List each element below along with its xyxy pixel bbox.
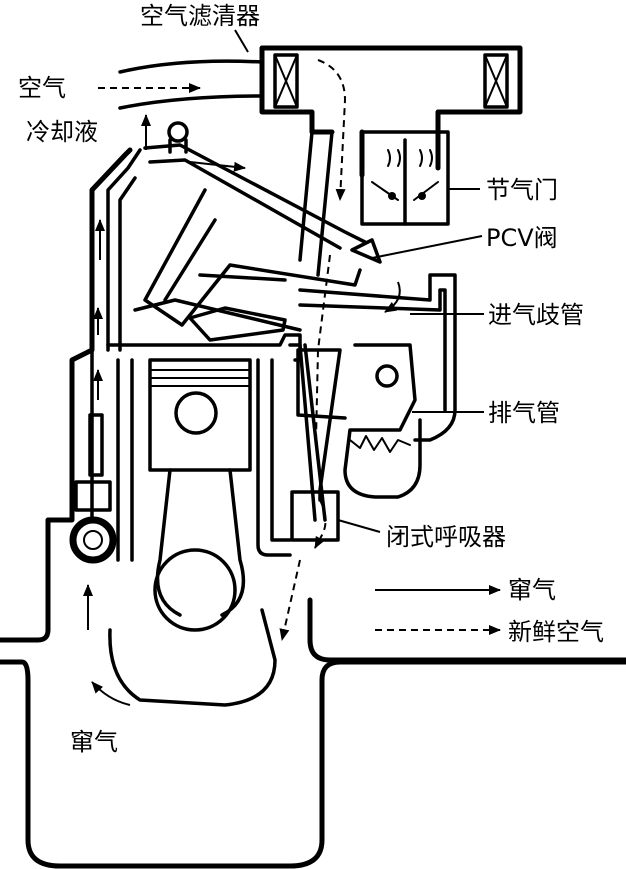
flow-arrows [83, 59, 401, 706]
sensor-assembly [69, 413, 117, 564]
valve-port [188, 306, 287, 342]
fresh-air-breather-arrow [314, 499, 327, 549]
legend-blowby-label: 窜气 [508, 576, 556, 604]
fresh-air-passage [298, 130, 334, 277]
pulley [69, 516, 117, 564]
throttle-body [360, 130, 450, 226]
piston-body [148, 358, 252, 472]
filter-element [273, 53, 509, 109]
fresh-air-down-line [315, 254, 331, 441]
air-filter-housing [259, 45, 523, 178]
label-air: 空气 [18, 74, 66, 102]
pulley-hub [83, 530, 103, 550]
piston-pin [174, 391, 218, 435]
blowby-arrow-crankcase [91, 681, 131, 706]
label-crankcase-blowby: 窜气 [70, 728, 118, 756]
fresh-air-filter-arrow [317, 59, 347, 201]
label-sealed-breather: 闭式呼吸器 [386, 523, 506, 551]
water-jacket [70, 148, 142, 522]
crank-journal [153, 548, 237, 632]
legend-fresh-air-label: 新鲜空气 [508, 618, 604, 646]
label-throttle: 节气门 [486, 176, 558, 204]
label-intake-manifold: 进气歧管 [488, 301, 584, 329]
blowby-hose-arrow [189, 161, 246, 172]
air-inlet [118, 59, 264, 110]
connecting-rod [155, 468, 246, 617]
pcv-hose [143, 143, 367, 250]
throttle-plate-right [413, 181, 439, 201]
filler-cap [167, 121, 189, 154]
label-pcv-valve: PCV阀 [486, 224, 558, 252]
engine-block [0, 147, 626, 869]
exhaust-jagged [349, 435, 411, 453]
leader-pcv [371, 235, 483, 259]
crankshaft [108, 548, 277, 707]
cylinder-wall-left [116, 358, 134, 562]
sensor-head [74, 480, 112, 512]
leader-air-filter [234, 29, 249, 53]
exhaust-sensor [375, 364, 399, 388]
piston [148, 358, 252, 472]
label-air-filter: 空气滤清器 [140, 2, 260, 30]
label-coolant: 冷却液 [26, 118, 98, 146]
cylinder-wall-right [256, 358, 292, 557]
leader-breather [337, 519, 381, 533]
intake-system [118, 45, 523, 542]
pcv-valve [350, 238, 382, 264]
leader-lines [234, 29, 484, 533]
exhaust-pipe [343, 343, 422, 499]
piston-rings [149, 369, 251, 387]
crank-counterweight [108, 608, 277, 707]
sensor-rod [88, 413, 104, 477]
breather-passage [290, 348, 347, 542]
text-labels: 空气滤清器 空气 冷却液 节气门 PCV阀 进气歧管 排气管 闭式呼吸器 窜气 … [18, 2, 604, 756]
fresh-air-crankcase-arrow [279, 559, 301, 641]
label-exhaust-pipe: 排气管 [488, 399, 560, 427]
intake-swirl-arrow [384, 281, 401, 313]
crankcase-vent [288, 343, 327, 522]
legend [375, 585, 501, 635]
intake-runner [143, 188, 362, 327]
